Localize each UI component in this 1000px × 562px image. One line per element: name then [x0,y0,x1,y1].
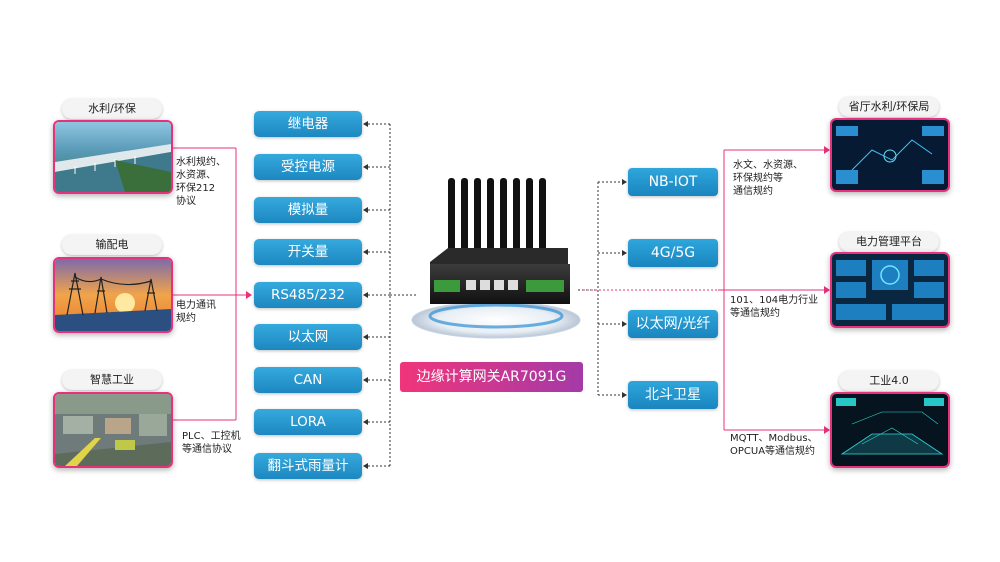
interface-analog: 模拟量 [254,197,362,223]
power-protocol-caption: 电力通讯规约 [176,300,216,324]
network-ethernet-fiber: 以太网/光纤 [628,310,718,338]
water-bureau-dashboard [830,118,950,192]
router-icon [411,178,581,339]
interface-controlled-power: 受控电源 [254,154,362,180]
network-4g-5g: 4G/5G [628,239,718,267]
interface-lora: LORA [254,409,362,435]
industry40-dashboard [830,392,950,468]
interface-switch: 开关量 [254,239,362,265]
water-bureau-caption: 水文、水资源、环保规约等通信规约 [733,160,803,197]
power-platform-caption: 101、104电力行业等通信规约 [730,295,819,319]
interface-ethernet: 以太网 [254,324,362,350]
target-tag-industry40: 工业4.0 [839,371,939,391]
power-platform-dashboard [830,252,950,328]
network-beidou: 北斗卫星 [628,381,718,409]
industry-protocol-caption: PLC、工控机等通信协议 [182,431,241,455]
target-tag-water-bureau: 省厅水利/环保局 [839,97,939,117]
water-conservancy-photo [53,120,173,194]
industry40-caption: MQTT、Modbus、OPCUA等通信规约 [730,433,818,457]
interface-rs485: RS485/232 [254,282,362,308]
interface-rain-gauge: 翻斗式雨量计 [254,453,362,479]
smart-industry-photo [53,392,173,468]
target-tag-power-platform: 电力管理平台 [839,232,939,252]
antenna-icon [448,178,546,253]
source-tag-power: 输配电 [62,235,162,255]
source-tag-industry: 智慧工业 [62,370,162,390]
source-tag-water: 水利/环保 [62,99,162,119]
interface-relay: 继电器 [254,111,362,137]
gateway-label: 边缘计算网关AR7091G [400,362,583,392]
network-nb-iot: NB-IOT [628,168,718,196]
interface-can: CAN [254,367,362,393]
power-transmission-photo [53,257,173,333]
